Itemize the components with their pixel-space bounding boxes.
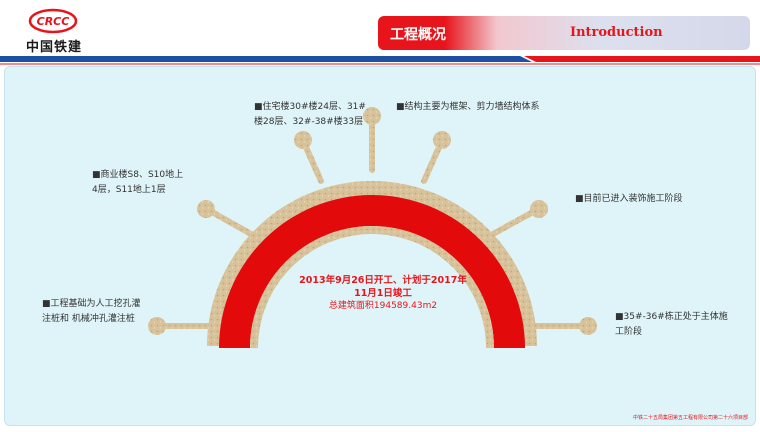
logo-abbr: CRCC: [37, 15, 70, 28]
title-chinese: 工程概况: [390, 27, 446, 43]
label-residential: ■住宅楼30#楼24层、31# 楼28层、32#-38#楼33层: [254, 100, 366, 130]
wheel-red-band: [219, 195, 525, 348]
footer-note: 中铁二十五局集团第五工程有限公司第二十六项目部: [632, 415, 748, 421]
label-main-body: ■35#-36#栋正处于主体施 工阶段: [615, 310, 728, 340]
label-main-body-line2: 工阶段: [615, 327, 643, 337]
label-commercial: ■商业楼S8、S10地上 4层，S11地上1层: [92, 168, 183, 198]
label-residential-line1: ■住宅楼30#楼24层、31#: [254, 102, 366, 112]
label-structure: ■结构主要为框架、剪力墙结构体系: [396, 102, 540, 112]
content-panel: [4, 66, 756, 426]
title-english: Introduction: [570, 25, 663, 40]
company-logo: CRCC 中国铁建: [18, 8, 90, 55]
label-commercial-line1: ■商业楼S8、S10地上: [92, 170, 184, 180]
center-dates-line1: 2013年9月26日开工、计划于2017年: [299, 275, 467, 286]
center-dates-line2: 11月1日竣工: [354, 288, 412, 299]
spoke-knobs: [148, 107, 597, 335]
label-main-body-line1: ■35#-36#栋正处于主体施: [615, 312, 728, 322]
logo-text: 中国铁建: [25, 40, 82, 55]
wheel-spokes: [160, 119, 585, 329]
label-decoration: ■目前已进入装饰施工阶段: [575, 194, 683, 204]
label-commercial-line2: 4层，S11地上1层: [92, 185, 166, 195]
label-residential-line2: 楼28层、32#-38#楼33层: [254, 117, 364, 127]
center-summary: 2013年9月26日开工、计划于2017年 11月1日竣工 总建筑面积19458…: [288, 274, 478, 313]
label-foundation: ■工程基础为人工挖孔灌 注桩和 机械冲孔灌注桩: [42, 297, 141, 327]
title-bar: 工程概况 Introduction: [378, 16, 750, 50]
center-area: 总建筑面积194589.43m2: [328, 301, 438, 311]
header-stripes: [0, 56, 760, 65]
crcc-logo-icon: CRCC: [28, 8, 78, 34]
label-foundation-line2: 注桩和 机械冲孔灌注桩: [42, 314, 135, 324]
label-foundation-line1: ■工程基础为人工挖孔灌: [42, 299, 141, 309]
